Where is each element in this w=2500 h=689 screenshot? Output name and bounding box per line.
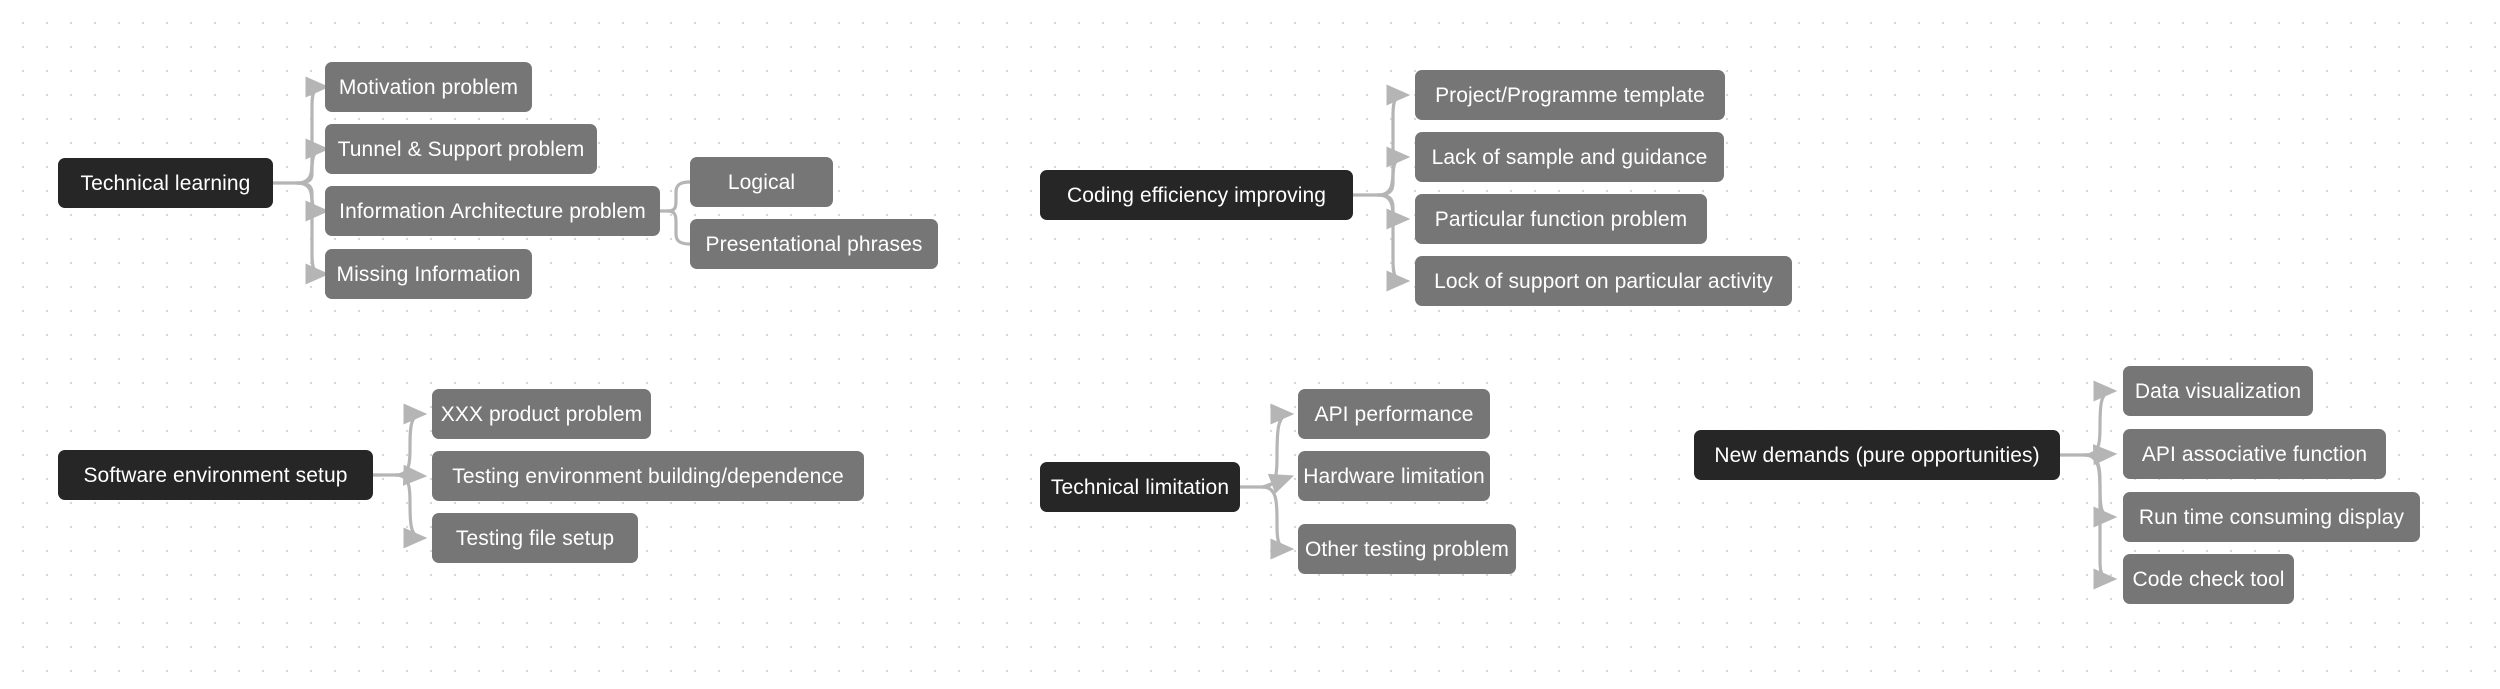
node-label: Logical [727,170,796,194]
node-label: API associative function [2141,442,2368,466]
node-label: Technical learning [80,171,251,195]
edge-coding-to-particular-function [1376,193,1411,230]
node-xxx-product-problem[interactable]: XXX product problem [432,389,651,439]
root-node-new-demands[interactable]: New demands (pure opportunities) [1694,430,2060,480]
edge-newdemands-to-code-check [2083,453,2118,590]
node-label: Testing environment building/dependence [452,464,844,488]
node-label: Particular function problem [1434,207,1688,231]
edge-techlimit-to-hardware-limitation [1261,473,1295,494]
edge-coding-to-project-template [1376,84,1411,197]
node-presentational-phrases[interactable]: Presentational phrases [690,219,938,269]
edge-technical-learning-to-infoarch [295,181,330,222]
node-label: Information Architecture problem [339,199,646,223]
node-testing-environment-building-dependence[interactable]: Testing environment building/dependence [432,451,864,501]
node-label: Code check tool [2132,567,2285,591]
node-information-architecture-problem[interactable]: Information Architecture problem [325,186,660,236]
node-label: Run time consuming display [2138,505,2405,529]
node-logical[interactable]: Logical [690,157,833,207]
root-node-software-environment-setup[interactable]: Software environment setup [58,450,373,500]
node-label: Technical limitation [1050,475,1230,499]
edge-softwareenv-to-testing-file [394,473,428,549]
edge-softwareenv-to-testing-env [394,464,428,486]
edge-technical-learning-to-missing [295,181,330,285]
node-label: Presentational phrases [705,232,923,256]
edge-technical-learning-to-motivation [295,76,330,185]
node-data-visualization[interactable]: Data visualization [2123,366,2313,416]
root-node-technical-limitation[interactable]: Technical limitation [1040,462,1240,512]
edge-infoarch-to-presentational [666,209,692,246]
edge-coding-to-lock-support [1376,193,1411,292]
node-hardware-limitation[interactable]: Hardware limitation [1298,451,1490,501]
root-node-technical-learning[interactable]: Technical learning [58,158,273,208]
edge-technical-learning-to-tunnel [295,138,330,185]
node-testing-file-setup[interactable]: Testing file setup [432,513,638,563]
node-label: Other testing problem [1304,537,1510,561]
node-run-time-consuming-display[interactable]: Run time consuming display [2123,492,2420,542]
node-label: XXX product problem [440,402,643,426]
edge-softwareenv-to-xxx-product [394,403,428,477]
node-label: Software environment setup [83,463,348,487]
node-label: Data visualization [2134,379,2302,403]
node-label: Lock of support on particular activity [1434,269,1773,293]
edge-infoarch-to-logical [666,180,692,213]
node-label: Testing file setup [455,526,615,550]
node-api-associative-function[interactable]: API associative function [2123,429,2386,479]
node-label: API performance [1314,402,1474,426]
node-missing-information[interactable]: Missing Information [325,249,532,299]
edge-newdemands-to-api-associative [2083,444,2118,466]
node-label: Coding efficiency improving [1066,183,1327,207]
node-api-performance[interactable]: API performance [1298,389,1490,439]
edge-coding-to-lack-sample [1376,146,1411,197]
node-label: Project/Programme template [1435,83,1705,107]
node-particular-function-problem[interactable]: Particular function problem [1415,194,1707,244]
node-code-check-tool[interactable]: Code check tool [2123,554,2294,604]
node-lock-of-support-on-particular-activity[interactable]: Lock of support on particular activity [1415,256,1792,306]
node-project-programme-template[interactable]: Project/Programme template [1415,70,1725,120]
node-label: Missing Information [336,262,521,286]
edge-techlimit-to-api-performance [1261,403,1295,489]
edge-newdemands-to-runtime-display [2083,453,2118,528]
node-other-testing-problem[interactable]: Other testing problem [1298,524,1516,574]
node-lack-of-sample-and-guidance[interactable]: Lack of sample and guidance [1415,132,1724,182]
node-label: New demands (pure opportunities) [1714,443,2040,467]
edge-newdemands-to-data-visualization [2083,380,2118,457]
node-label: Lack of sample and guidance [1431,145,1708,169]
root-node-coding-efficiency-improving[interactable]: Coding efficiency improving [1040,170,1353,220]
node-label: Tunnel & Support problem [337,137,585,161]
node-label: Motivation problem [338,75,519,99]
node-label: Hardware limitation [1303,464,1485,488]
node-tunnel-support-problem[interactable]: Tunnel & Support problem [325,124,597,174]
node-motivation-problem[interactable]: Motivation problem [325,62,532,112]
edge-techlimit-to-other-testing [1261,485,1295,560]
